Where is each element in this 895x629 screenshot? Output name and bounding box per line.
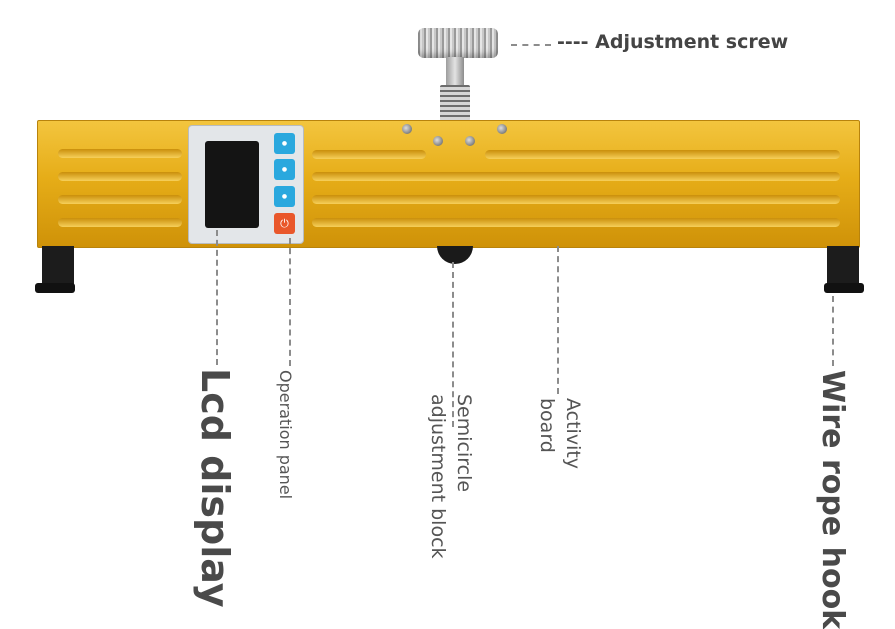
- label-lcd-display: Lcd display: [193, 368, 237, 608]
- leader-line-lcd: [216, 230, 218, 365]
- leader-line-semicircle: [452, 262, 454, 427]
- bolt: [402, 124, 412, 134]
- tension-meter-body: [37, 120, 860, 248]
- label-operation-panel: Operation panel: [276, 370, 295, 500]
- lcd-screen: [205, 141, 259, 228]
- leader-line-hook: [832, 296, 834, 366]
- panel-key-1[interactable]: ●: [274, 133, 295, 154]
- power-key[interactable]: ⏻: [274, 213, 295, 234]
- groove: [312, 172, 840, 181]
- groove: [58, 172, 182, 181]
- bolt: [465, 136, 475, 146]
- groove: [312, 150, 426, 159]
- groove: [58, 149, 182, 158]
- groove: [485, 150, 840, 159]
- label-semicircle-block: Semicircle adjustment block: [427, 394, 475, 559]
- panel-key-2[interactable]: ●: [274, 159, 295, 180]
- hook-left-lip: [35, 283, 75, 293]
- panel-key-3[interactable]: ●: [274, 186, 295, 207]
- power-icon: ⏻: [280, 217, 289, 230]
- leader-line-screw: [511, 44, 551, 46]
- semicircle-adjustment-block: [437, 246, 473, 264]
- leader-line-panel: [289, 238, 291, 366]
- bolt: [497, 124, 507, 134]
- adjustment-screw-thread: [440, 85, 470, 121]
- label-activity-board: Activity board: [536, 398, 584, 470]
- hook-right-lip: [824, 283, 864, 293]
- groove: [312, 218, 840, 227]
- adjustment-screw-shaft: [446, 57, 464, 87]
- bolt: [433, 136, 443, 146]
- label-wire-rope-hook: Wire rope hook: [815, 370, 850, 629]
- groove: [312, 195, 840, 204]
- groove: [58, 218, 182, 227]
- label-adjustment-screw: ---- Adjustment screw: [557, 31, 789, 53]
- groove: [58, 195, 182, 204]
- adjustment-screw-knob: [418, 28, 498, 58]
- leader-line-activity-board: [557, 246, 559, 394]
